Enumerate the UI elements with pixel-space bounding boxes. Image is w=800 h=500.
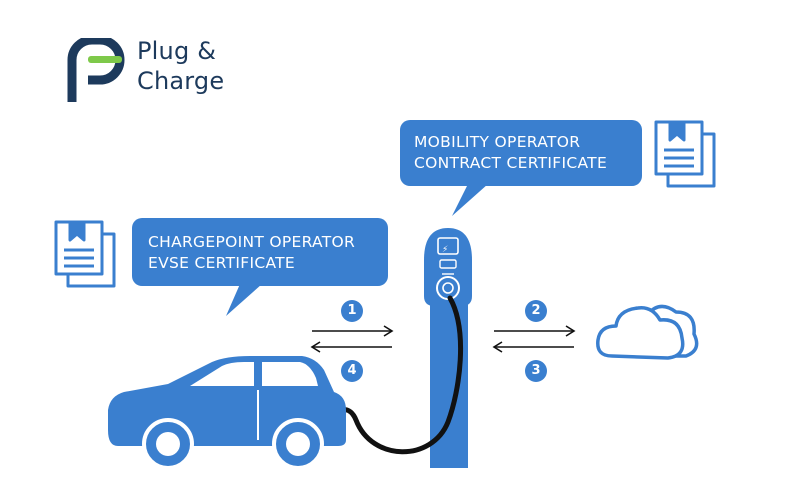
certificate-document-icon bbox=[654, 120, 716, 188]
step-3-badge: 3 bbox=[525, 360, 547, 382]
chargepoint-operator-bubble bbox=[132, 218, 388, 316]
plug-and-charge-logo-icon bbox=[67, 38, 125, 102]
certificate-document-icon bbox=[54, 220, 116, 288]
charging-station-icon: ⚡ bbox=[424, 228, 472, 468]
exchange-arrows-car-charger bbox=[310, 325, 394, 353]
chargepoint-operator-line-2: EVSE CERTIFICATE bbox=[148, 254, 296, 272]
step-4-badge: 4 bbox=[341, 360, 363, 382]
svg-text:⚡: ⚡ bbox=[442, 245, 448, 255]
chargepoint-operator-label: CHARGEPOINT OPERATOR EVSE CERTIFICATE bbox=[148, 232, 355, 274]
exchange-arrows-charger-cloud bbox=[492, 325, 576, 353]
step-2-badge: 2 bbox=[525, 300, 547, 322]
chargepoint-operator-line-1: CHARGEPOINT OPERATOR bbox=[148, 233, 356, 251]
mobility-operator-bubble bbox=[400, 120, 642, 216]
charging-cable bbox=[335, 295, 464, 455]
electric-car-icon bbox=[108, 356, 346, 470]
mobility-operator-line-2: CONTRACT CERTIFICATE bbox=[414, 154, 608, 172]
cloud-icon bbox=[596, 304, 699, 360]
logo-line-2: Charge bbox=[137, 67, 225, 95]
logo-line-1: Plug & bbox=[137, 37, 217, 65]
mobility-operator-line-1: MOBILITY OPERATOR bbox=[414, 133, 581, 151]
logo-wordmark: Plug & Charge bbox=[137, 36, 224, 96]
step-1-badge: 1 bbox=[341, 300, 363, 322]
mobility-operator-label: MOBILITY OPERATOR CONTRACT CERTIFICATE bbox=[414, 132, 607, 174]
